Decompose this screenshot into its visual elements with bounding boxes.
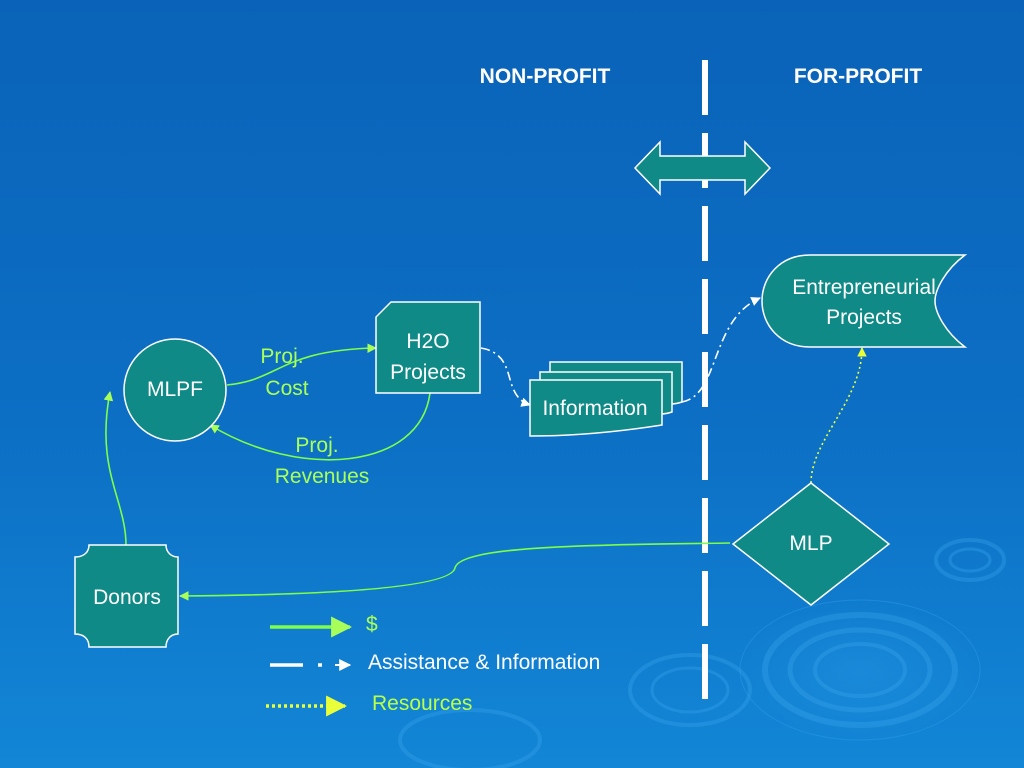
proj-revenues-label-line2: Revenues — [274, 465, 370, 488]
mlpf-label: MLPF — [146, 378, 203, 401]
for-profit-header: FOR-PROFIT — [793, 65, 923, 88]
mlp-to-entrepreneurial-arrow — [810, 347, 867, 484]
proj-cost-label-line2: Cost — [265, 377, 309, 400]
proj-revenues-arrow — [209, 392, 431, 461]
h2o-to-information-arrow — [480, 347, 531, 407]
proj-cost-arrow — [226, 343, 377, 386]
information-label: Information — [542, 397, 648, 420]
mlp-node — [731, 482, 891, 606]
h2o-label-line1: H2O — [406, 330, 450, 353]
non-profit-header: NON-PROFIT — [479, 65, 611, 88]
information-node — [529, 361, 683, 437]
proj-revenues-label-line1: Proj. — [295, 434, 339, 457]
ripple-decoration — [398, 538, 1006, 768]
legend-assistance-label: Assistance & Information — [368, 651, 601, 674]
h2o-label-line2: Projects — [390, 361, 466, 384]
mlp-to-donors-arrow — [179, 542, 731, 601]
entrepreneurial-label-line2: Projects — [826, 306, 902, 329]
legend-money-label: $ — [366, 613, 378, 636]
donors-label: Donors — [93, 586, 161, 609]
information-to-entrepreneurial-arrow — [681, 297, 761, 403]
donors-node — [74, 544, 179, 648]
legend-resources-label: Resources — [372, 692, 473, 715]
mlp-label: MLP — [789, 532, 833, 555]
proj-cost-label-line1: Proj. — [260, 345, 304, 368]
mlpf-node — [123, 338, 227, 442]
double-arrow-icon — [633, 140, 772, 196]
h2o-projects-node — [375, 301, 481, 394]
donors-to-mlpf-arrow — [103, 391, 127, 546]
entrepreneurial-label-line1: Entrepreneurial — [792, 276, 936, 299]
entrepreneurial-projects-node — [761, 254, 968, 348]
